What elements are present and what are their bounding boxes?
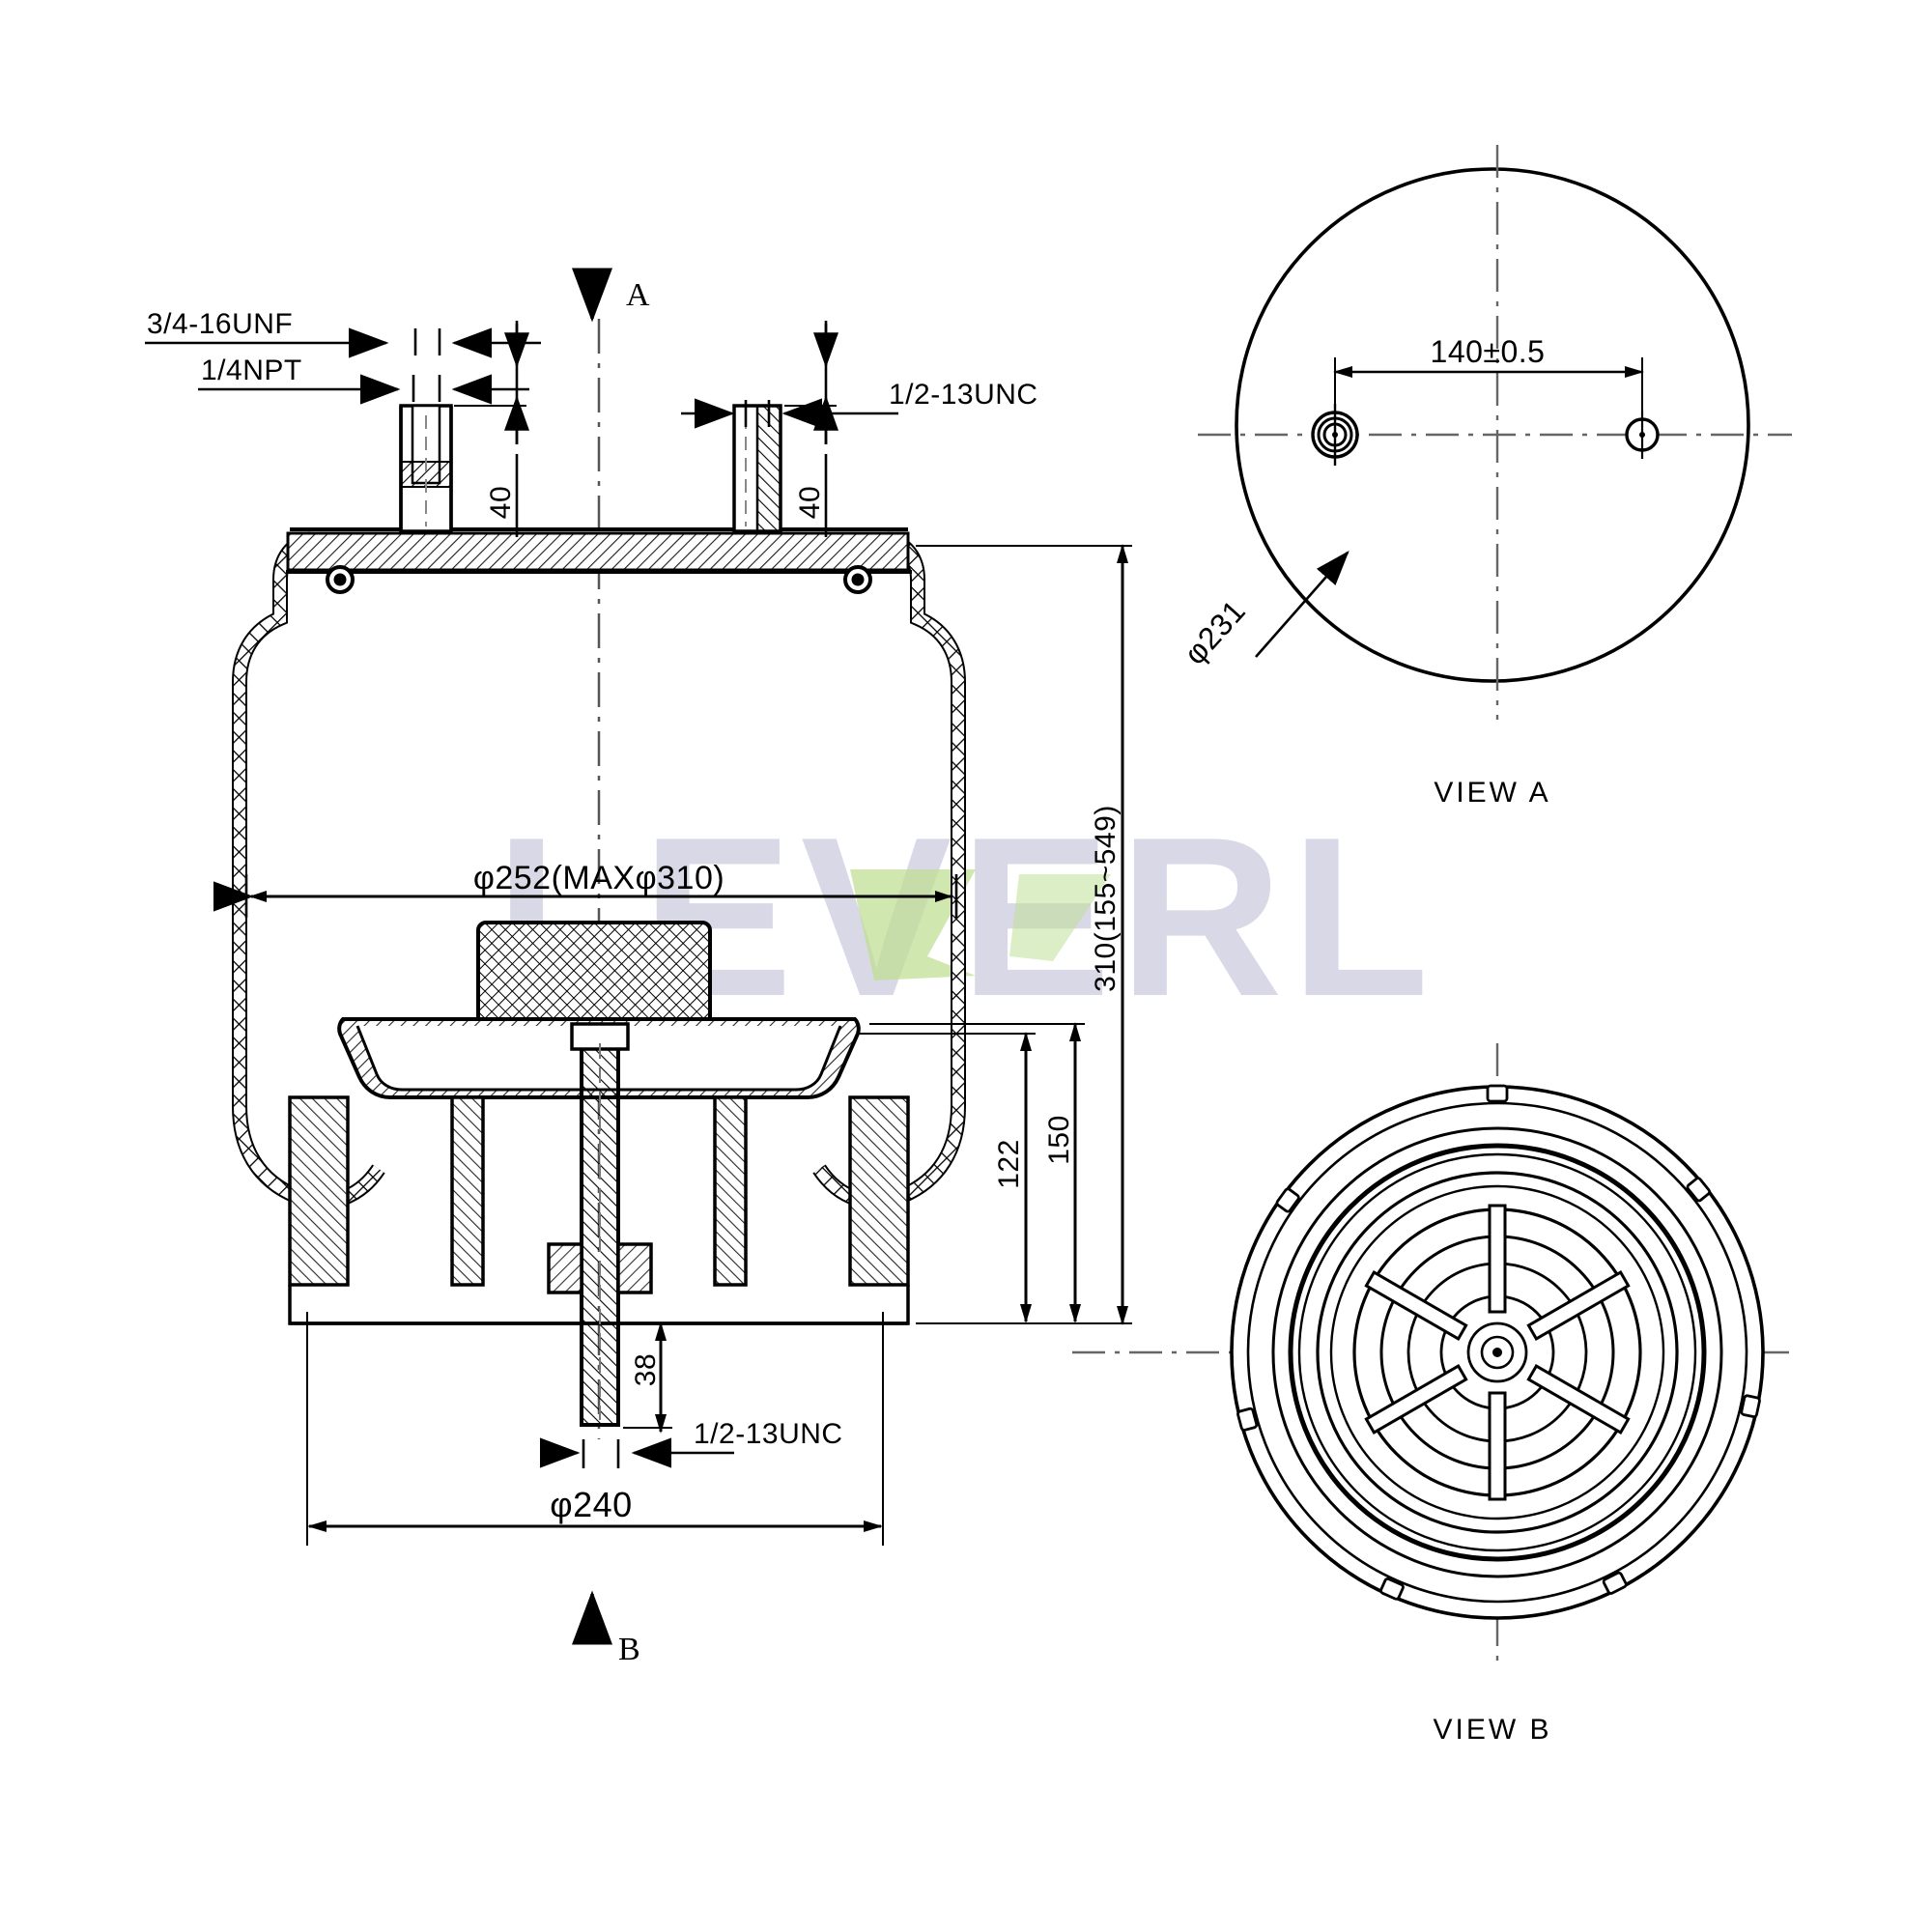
text-layer: 3/4-16UNF 1/4NPT 1/2-13UNC 1/2-13UNC A B… [147,277,1551,1746]
view-a-stud-hole [1625,411,1660,459]
view-a-dim-231 [1255,551,1350,658]
dim-phi240-label: φ240 [550,1485,632,1524]
top-stud-right [732,404,782,533]
dim-150-label: 150 [1043,1115,1075,1165]
view-a-plate-circle [1235,167,1750,683]
view-a-dim-140 [1333,357,1644,411]
view-a [1198,145,1792,720]
main-sectional-view [232,268,966,1645]
dim-38-label: 38 [630,1353,662,1386]
view-a-dim-231-label: φ231 [1177,593,1252,671]
view-b [1072,1043,1792,1662]
section-label-b: B [618,1632,640,1667]
callout-unf-label: 3/4-16UNF [147,308,293,340]
view-a-dim-140-label: 140±0.5 [1431,334,1546,369]
section-label-a: A [626,277,650,313]
view-a-caption: VIEW A [1434,777,1550,809]
view-b-lugs [1236,1084,1761,1601]
main-view-dimensions [145,321,1132,1546]
view-b-ribs [1364,1204,1631,1501]
callout-unc-bottom-label: 1/2-13UNC [694,1418,843,1450]
callout-unc-top-label: 1/2-13UNC [889,379,1038,411]
top-port-left [399,404,453,533]
dim-phi252-label: φ252(MAXφ310) [473,860,724,896]
view-a-air-port [1311,404,1359,466]
dim-310-label: 310(155~549) [1090,805,1122,992]
top-bead-plate [286,527,912,574]
view-b-caption: VIEW B [1433,1714,1551,1746]
dim-40-left-label: 40 [485,486,517,519]
dim-40-right-label: 40 [794,486,826,519]
dim-122-label: 122 [993,1139,1025,1189]
callout-npt-label: 1/4NPT [201,355,302,386]
piston-assembly [288,921,910,1427]
